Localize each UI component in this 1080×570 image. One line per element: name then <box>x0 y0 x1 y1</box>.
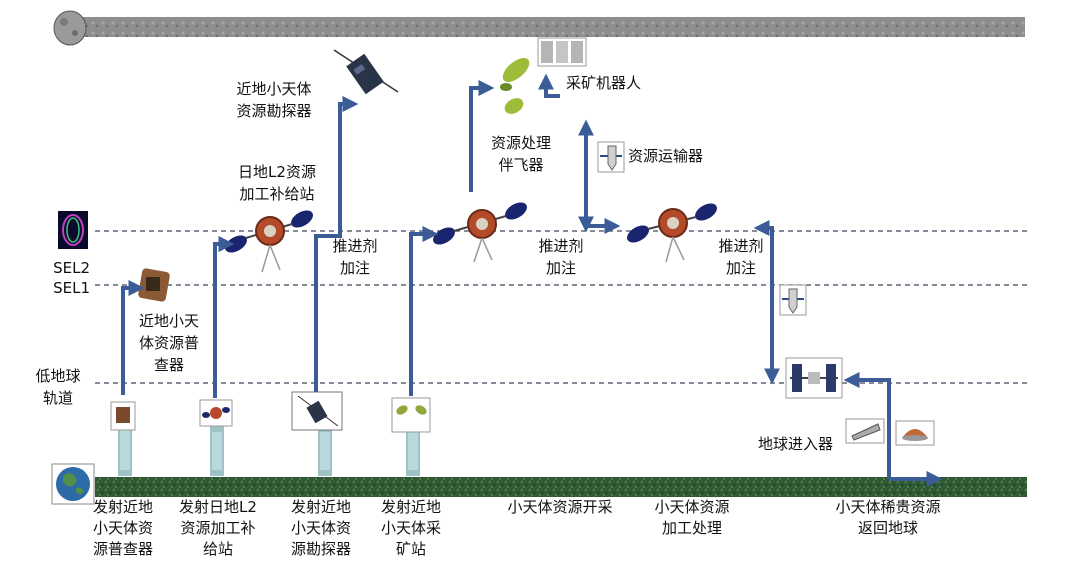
processing-station-satellite-icon <box>433 202 527 263</box>
earth-entry-heatshield-icon <box>895 420 935 446</box>
arrow-leo-to-sel2 <box>753 220 780 385</box>
refuel-c-line1: 推进剂 <box>718 237 764 255</box>
prospector-label-line2: 体资源普 <box>138 334 199 352</box>
prospector-spacecraft-icon <box>138 268 170 302</box>
phase-4-line2: 小天体采 <box>380 519 441 537</box>
arrow-launch-prospector <box>121 280 145 395</box>
l2-station-satellite-icon <box>225 210 313 273</box>
phase-3-line3: 源勘探器 <box>290 540 351 558</box>
surveyor-spacecraft-icon <box>333 49 399 95</box>
surveyor-payload-icon <box>291 391 343 431</box>
flow-arrows <box>121 73 943 487</box>
phase-1-line3: 源普查器 <box>92 540 153 558</box>
phase-7-line1: 小天体稀贵资源 <box>835 498 941 516</box>
asteroid-icon <box>53 10 87 46</box>
refuel-a-line1: 推进剂 <box>332 237 378 255</box>
surveyor-label-line2: 资源勘探器 <box>236 102 312 120</box>
arrow-launch-surveyor <box>314 96 359 392</box>
l2-station-label-line1: 日地L2资源 <box>238 163 316 181</box>
phase-3-line1: 发射近地 <box>290 498 351 516</box>
refuel-station-satellite-icon <box>627 203 717 263</box>
refuel-b-line2: 加注 <box>545 259 576 277</box>
leo-label-line2: 轨道 <box>42 389 73 407</box>
rocket-icon-2 <box>210 420 224 476</box>
prospector-payload-icon <box>110 401 136 431</box>
phase-5-line1: 小天体资源开采 <box>507 498 613 516</box>
prospector-label-line1: 近地小天 <box>138 312 199 330</box>
earth-icon <box>51 463 95 505</box>
earth-entry-capsule-icon <box>845 418 885 444</box>
phase-6-line2: 加工处理 <box>661 519 722 537</box>
phase-1-line2: 小天体资 <box>92 519 153 537</box>
processing-companion-label-line1: 资源处理 <box>490 134 551 152</box>
phase-4-line3: 矿站 <box>395 540 426 558</box>
surveyor-label-line1: 近地小天体 <box>236 80 312 98</box>
orbit-lines <box>95 230 1027 384</box>
prospector-label-line3: 查器 <box>153 356 184 374</box>
mining-station-payload-icon <box>391 397 431 433</box>
sel1-label: SEL1 <box>53 279 90 297</box>
earth-entry-label: 地球进入器 <box>758 435 834 453</box>
arrow-station-link <box>843 372 891 479</box>
arrow-to-processing-companion <box>469 80 495 192</box>
sel2-label: SEL2 <box>53 259 90 277</box>
transporter-descending-icon <box>779 284 807 316</box>
refuel-c-line2: 加注 <box>725 259 756 277</box>
mining-robot-label: 采矿机器人 <box>566 74 642 92</box>
processing-companion-icon <box>500 58 530 114</box>
rocket-icon-3 <box>318 420 332 476</box>
leo-label-line1: 低地球 <box>35 367 81 385</box>
arrow-launch-mining-station <box>409 226 439 396</box>
phase-4-line1: 发射近地 <box>380 498 441 516</box>
transporter-label: 资源运输器 <box>628 147 704 165</box>
phase-1-line1: 发射近地 <box>92 498 153 516</box>
processing-companion-label-line2: 伴飞器 <box>498 156 544 174</box>
phase-7-line2: 返回地球 <box>857 519 918 537</box>
rocket-icon-1 <box>118 418 132 476</box>
sel2-halo-icon <box>58 211 88 249</box>
arrow-launch-l2-station <box>213 236 235 398</box>
transporter-icon <box>597 141 625 173</box>
space-station-icon <box>785 357 843 399</box>
earth-surface-band <box>95 477 1027 497</box>
l2-station-label-line2: 加工补给站 <box>239 185 315 203</box>
phase-2-line1: 发射日地L2 <box>179 498 257 516</box>
refuel-a-line2: 加注 <box>339 259 370 277</box>
l2-station-payload-icon <box>199 399 233 427</box>
rocket-icon-4 <box>406 420 420 476</box>
phase-2-line3: 给站 <box>202 540 233 558</box>
asteroid-band <box>75 17 1025 37</box>
phase-2-line2: 资源加工补 <box>180 519 256 537</box>
mining-robot-icon <box>537 37 587 67</box>
arrow-to-mining-robot <box>538 73 560 98</box>
refuel-b-line1: 推进剂 <box>538 237 584 255</box>
phase-6-line1: 小天体资源 <box>654 498 730 516</box>
phase-3-line2: 小天体资 <box>290 519 351 537</box>
